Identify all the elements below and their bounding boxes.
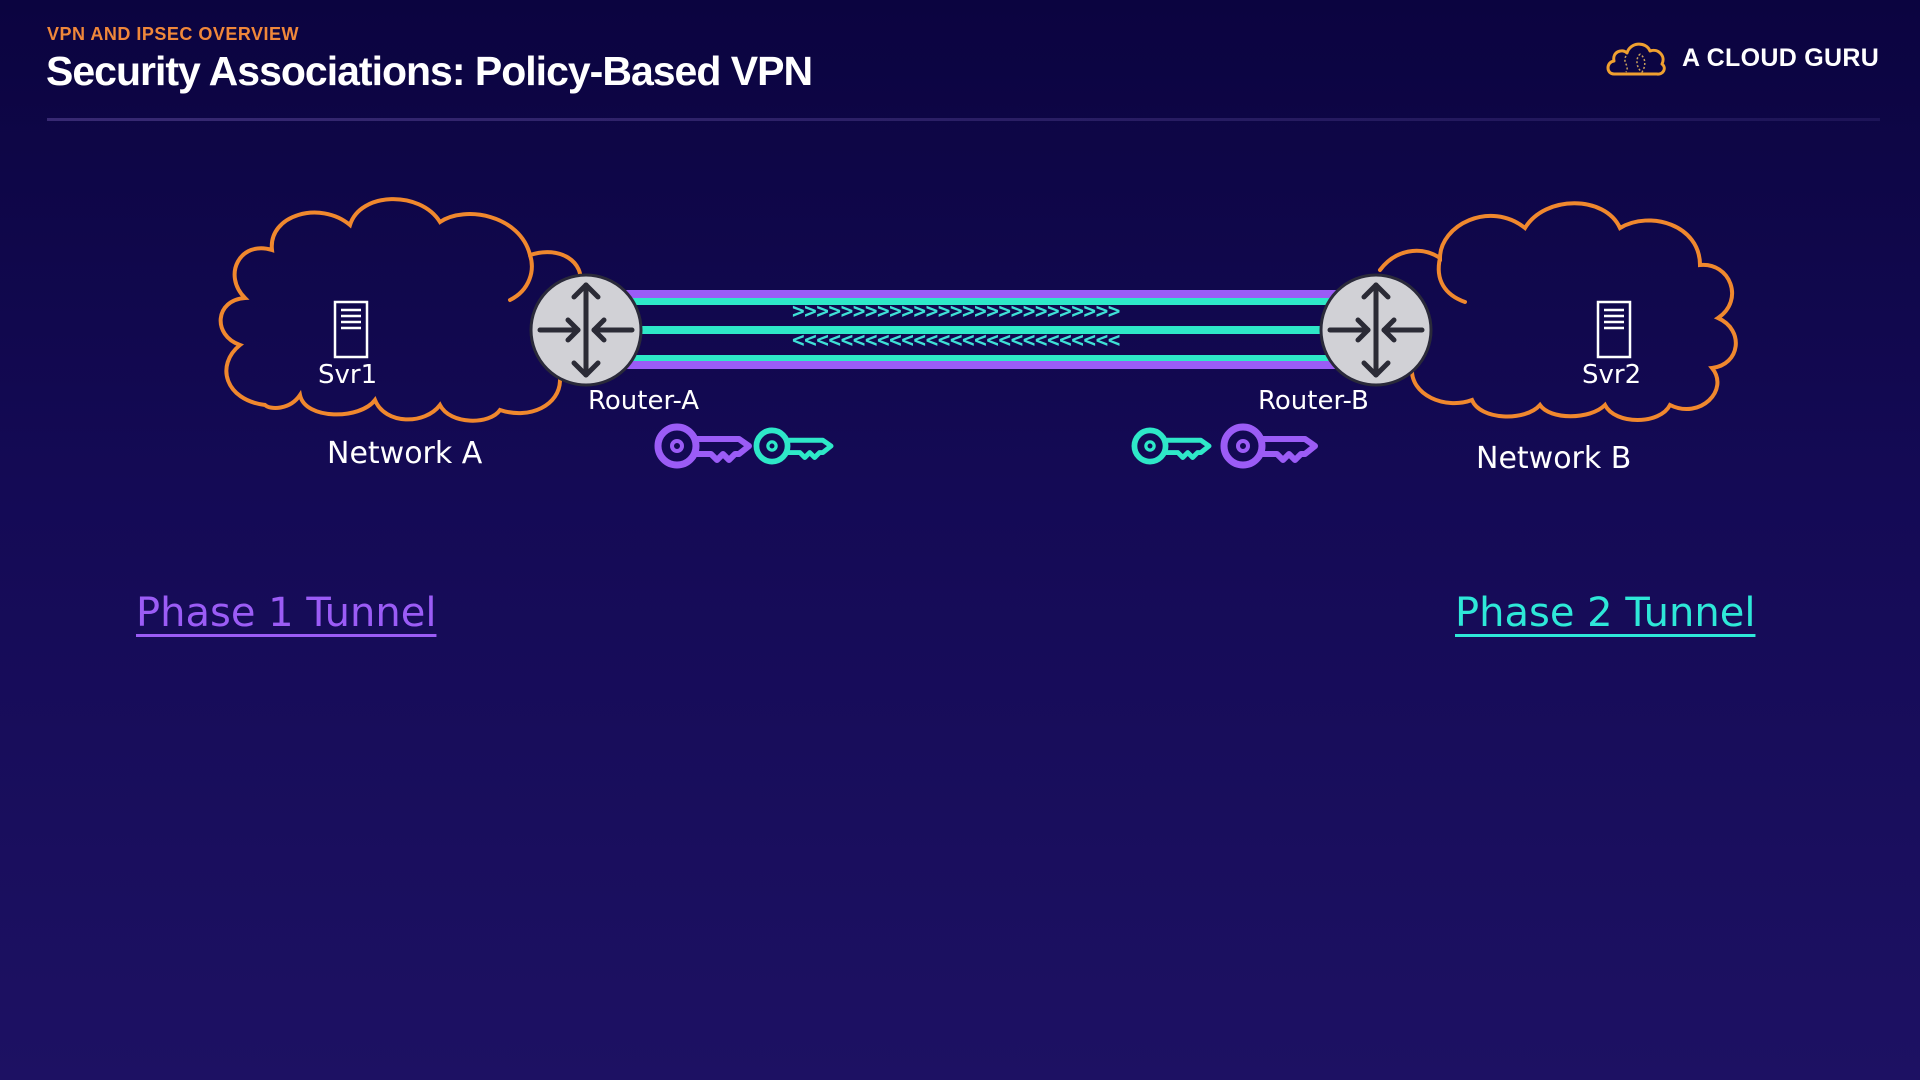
phase2-key-icon	[756, 430, 831, 461]
router-b-icon	[1319, 273, 1433, 387]
brand-name: A CLOUD GURU	[1682, 43, 1880, 72]
router-a-label: Router-A	[588, 386, 700, 416]
phase2-tunnel-bottom	[625, 355, 1345, 362]
server-icon	[1596, 300, 1632, 359]
network-a-label: Network A	[327, 436, 483, 471]
brand-logo: A CLOUD GURU	[1604, 36, 1879, 80]
phase2-tunnel-top	[625, 298, 1345, 305]
inbound-flow-arrows: <<<<<<<<<<<<<<<<<<<<<<<<<<<	[792, 328, 1120, 352]
server-icon	[333, 300, 369, 359]
network-b-cloud	[1378, 201, 1738, 422]
header-divider	[47, 118, 1880, 121]
phase1-key-icon	[1224, 427, 1315, 465]
router-b-label: Router-B	[1258, 386, 1369, 416]
page-title: Security Associations: Policy-Based VPN	[46, 48, 813, 94]
phase2-key-icon	[1134, 430, 1209, 461]
network-a-cloud	[218, 197, 583, 423]
cloud-logo-icon	[1606, 42, 1666, 76]
phase1-tunnel-bottom	[625, 361, 1345, 369]
section-eyebrow: VPN AND IPSEC OVERVIEW	[47, 24, 300, 44]
phase1-tunnel-top	[625, 290, 1345, 299]
phase1-key-icon	[658, 427, 749, 465]
phase1-tunnel-link[interactable]: Phase 1 Tunnel	[136, 590, 437, 636]
phase2-tunnel-link[interactable]: Phase 2 Tunnel	[1455, 590, 1756, 636]
outbound-flow-arrows: >>>>>>>>>>>>>>>>>>>>>>>>>>>	[792, 299, 1120, 323]
vpn-tunnel	[625, 290, 1345, 369]
phase2-tunnel-middle	[625, 326, 1345, 334]
network-b-label: Network B	[1476, 441, 1632, 476]
server-a-label: Svr1	[318, 360, 378, 390]
router-a-icon	[529, 273, 643, 387]
server-b-label: Svr2	[1582, 360, 1642, 390]
